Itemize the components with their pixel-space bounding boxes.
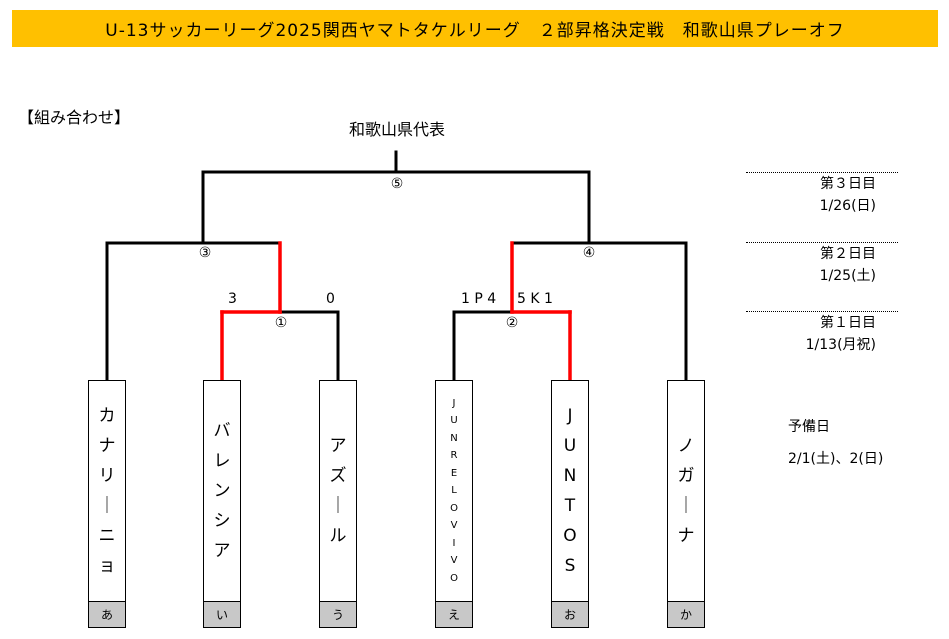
team-name-char: O [450, 572, 458, 584]
team-name: ノガ ｜ ナ [668, 381, 704, 601]
page-title: U-13サッカーリーグ2025関西ヤマトタケルリーグ ２部昇格決定戦 和歌山県プ… [105, 21, 845, 41]
team-box-ka: ノガ ｜ ナ か [667, 380, 705, 628]
team-name-char: ズ [329, 466, 347, 486]
score-m1-right: 0 [326, 291, 335, 307]
schedule-day3: 第３日目 1/26(日) [746, 173, 876, 217]
team-name-char: ｜ [677, 496, 695, 516]
team-name-char: I [452, 537, 456, 549]
team-name-char: バ [213, 421, 231, 441]
team-name-char: ｜ [329, 496, 347, 516]
match-label-4: ④ [582, 245, 596, 261]
section-label: 【組み合わせ】 [18, 108, 131, 127]
team-box-a: カナリ ｜ ニョ あ [88, 380, 126, 628]
schedule-day1-date: 1/13(月祝) [805, 337, 876, 353]
team-code: あ [89, 601, 125, 627]
title-bar: U-13サッカーリーグ2025関西ヤマトタケルリーグ ２部昇格決定戦 和歌山県プ… [12, 10, 938, 47]
schedule-rule-3 [746, 172, 898, 173]
team-name-char: ョ [98, 556, 116, 576]
team-name: バレンシア [204, 381, 240, 601]
score-m1-left: 3 [228, 291, 237, 307]
schedule-day3-date: 1/26(日) [819, 198, 876, 214]
team-name: カナリ ｜ ニョ [89, 381, 125, 601]
team-name-char: ル [329, 526, 347, 546]
team-code: か [668, 601, 704, 627]
schedule-rule-2 [746, 242, 898, 243]
match-label-2: ② [505, 315, 519, 331]
team-name-char: ニ [98, 526, 116, 546]
team-name-char: ノ [677, 436, 695, 456]
team-name-char: カ [98, 406, 116, 426]
team-name-char: U [450, 415, 458, 427]
schedule-day3-label: 第３日目 [820, 176, 876, 192]
team-name-char: O [563, 526, 577, 546]
team-name-char: V [450, 555, 458, 567]
representative-label: 和歌山県代表 [348, 120, 445, 139]
team-name-char: U [563, 436, 577, 456]
team-name-char: L [451, 485, 457, 497]
team-name-char: ン [213, 481, 231, 501]
reserve-label: 予備日 [788, 419, 830, 435]
match-label-1: ① [274, 315, 288, 331]
team-name-char: ア [329, 436, 347, 456]
team-name-char: R [450, 450, 458, 462]
team-name-char: N [450, 432, 458, 444]
team-code: お [552, 601, 588, 627]
team-name-char: ア [213, 541, 231, 561]
team-name-char: レ [213, 451, 231, 471]
team-code: え [436, 601, 472, 627]
schedule-day2-label: 第２日目 [820, 246, 876, 262]
team-name-char: ナ [98, 436, 116, 456]
team-name-char: V [450, 520, 458, 532]
score-m2-right: 5 K 1 [517, 291, 553, 307]
schedule-day2: 第２日目 1/25(土) [746, 243, 876, 287]
team-name-char: E [450, 467, 458, 479]
team-box-u: アズ ｜ ル う [319, 380, 357, 628]
team-name-char: ガ [677, 466, 695, 486]
score-m2-left: 1 P 4 [461, 291, 497, 307]
team-name-char: S [564, 556, 576, 576]
team-name-char: シ [213, 511, 231, 531]
schedule-day2-date: 1/25(土) [819, 268, 876, 284]
match-label-3: ③ [198, 245, 212, 261]
team-name-char: T [564, 496, 576, 516]
team-name: アズ ｜ ル [320, 381, 356, 601]
team-code: い [204, 601, 240, 627]
team-name-char: J [452, 397, 456, 409]
team-name-char: ｜ [98, 496, 116, 516]
team-code: う [320, 601, 356, 627]
team-name-char: N [563, 466, 577, 486]
match-label-5: ⑤ [390, 176, 404, 192]
schedule-rule-1 [746, 311, 898, 312]
team-name-char: O [450, 502, 458, 514]
reserve-dates: 2/1(土)、2(日) [788, 451, 884, 467]
schedule-day1: 第１日目 1/13(月祝) [746, 312, 876, 356]
schedule-day1-label: 第１日目 [820, 315, 876, 331]
team-name-char: リ [98, 466, 116, 486]
team-name-char: J [567, 406, 573, 426]
team-name-char: ナ [677, 526, 695, 546]
team-box-i: バレンシア い [203, 380, 241, 628]
